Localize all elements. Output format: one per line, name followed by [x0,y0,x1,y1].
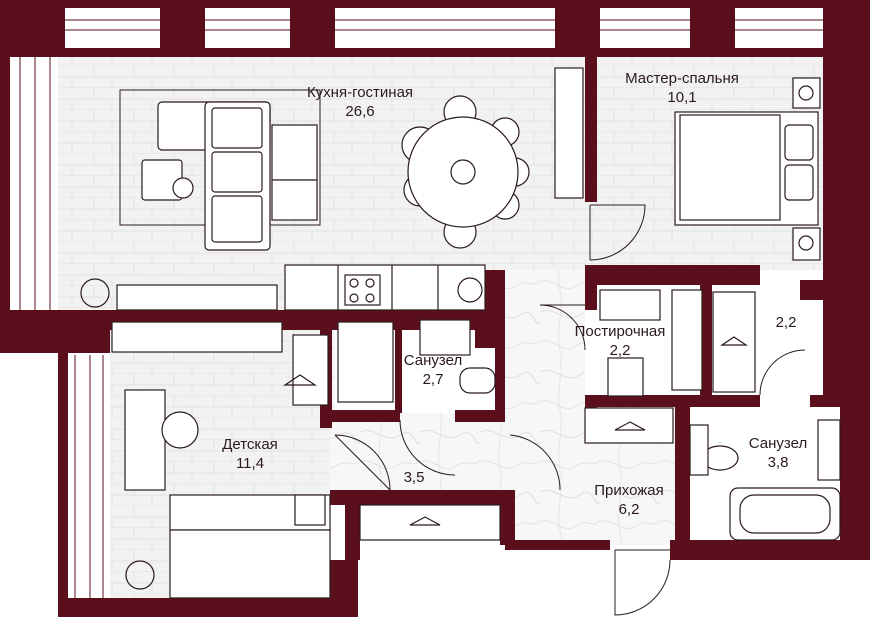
room-name: Постирочная [574,323,666,340]
toilet-icon [459,367,496,394]
room-label-bathroom-2: Санузел 3,8 [738,434,818,472]
furniture [80,67,841,599]
room-label-entrance-hall: Прихожая 6,2 [584,481,674,519]
washing-machine-icon [607,357,644,397]
room-label-bathroom-1: Санузел 2,7 [398,351,468,389]
room-label-laundry: Постирочная 2,2 [565,322,675,360]
room-name: Детская [222,436,278,453]
kitchen-sink-icon [457,277,483,303]
wardrobe-icon [292,334,329,406]
room-label-hall-corridor: 3,5 [396,468,432,487]
shower-icon [337,321,394,403]
desk-icon [124,389,166,491]
tv-icon [116,284,278,311]
room-area: 26,6 [345,103,375,120]
room-area: 2,7 [422,371,444,388]
room-label-kitchen-living: Кухня-гостиная 26,6 [295,83,425,121]
windows [19,19,823,598]
sink-icon [419,319,471,356]
sofa-icon [157,101,271,251]
doors [334,204,806,616]
room-area: 10,1 [667,89,697,106]
room-area: 2,2 [609,342,631,359]
plant-icon [80,278,110,308]
room-label-master-bedroom: Мастер-спальня 10,1 [612,69,752,107]
room-name: Кухня-гостиная [306,84,414,101]
single-bed-icon [169,494,331,599]
room-area: 2,2 [775,314,797,331]
room-area: 3,5 [403,469,425,486]
room-area: 3,8 [767,454,789,471]
room-area: 11,4 [235,455,265,472]
hanger-icon [283,336,748,526]
room-label-kids-room: Детская 11,4 [210,435,290,473]
room-area: 6,2 [618,501,640,518]
room-name: Прихожая [594,482,664,499]
dining-table-icon [401,95,530,249]
office-chair-icon [161,411,199,449]
room-label-closet: 2,2 [768,313,804,332]
room-name: Санузел [748,435,808,452]
double-bed-icon [674,111,819,226]
room-name: Мастер-спальня [625,70,739,87]
kitchen-counter [116,264,486,311]
room-name: Санузел [403,352,463,369]
